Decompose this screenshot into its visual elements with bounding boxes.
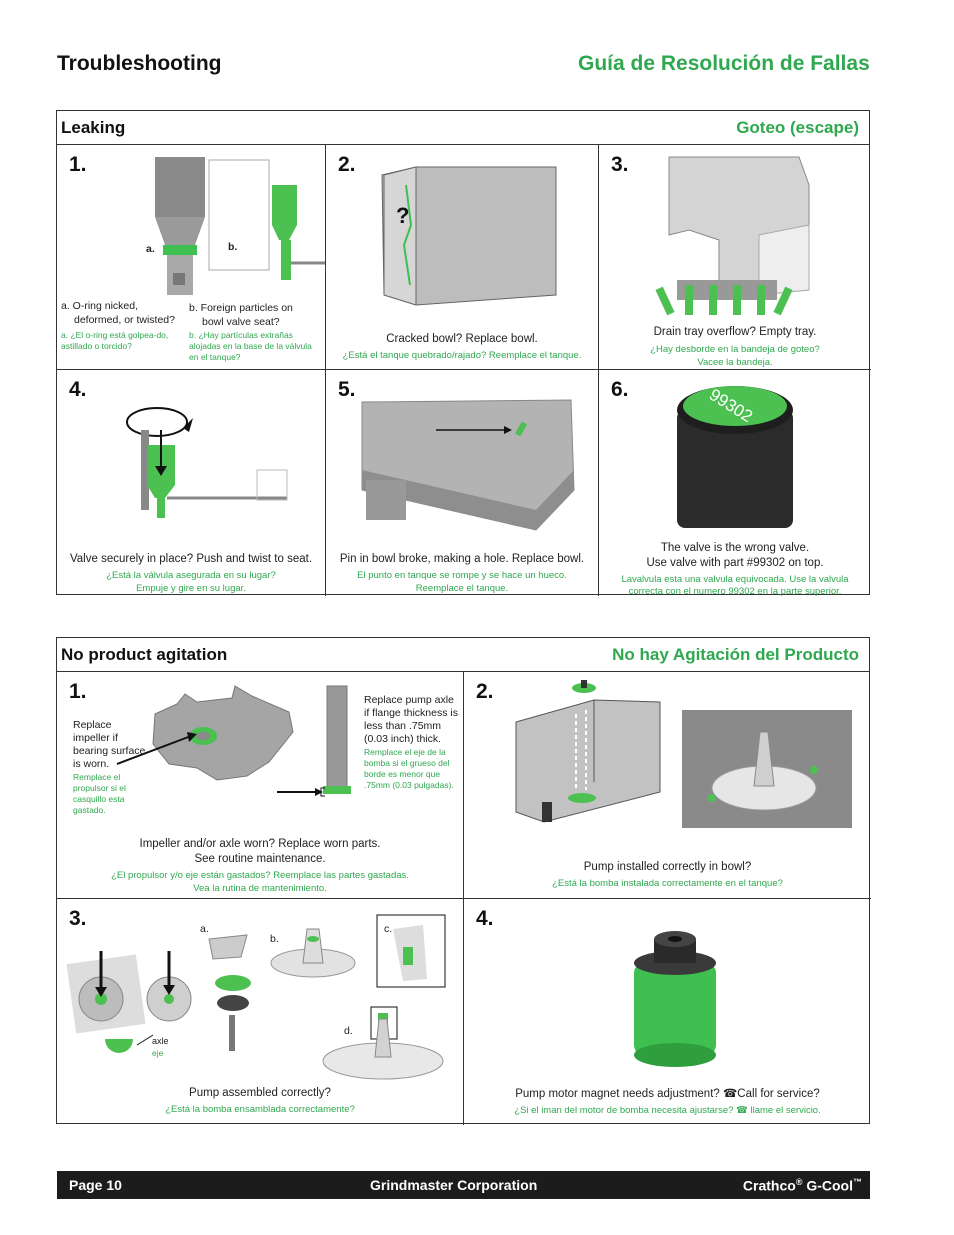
caption-en: Pump installed correctly in bowl? xyxy=(583,861,752,873)
pump-motor-illustration xyxy=(634,931,716,1067)
caption-es-line1: Lavalvula esta una valvula equivocada. U… xyxy=(621,574,849,585)
company-name: Grindmaster Corporation xyxy=(370,1177,538,1193)
step-number: 1. xyxy=(69,680,87,703)
step-number: 4. xyxy=(69,378,87,401)
caption-en-line1: The valve is the wrong valve. xyxy=(660,542,810,554)
cracked-bowl-illustration xyxy=(381,166,557,306)
impeller-note-spanish: Remplace el propulsor si el casquillo es… xyxy=(73,772,126,815)
page-title: Troubleshooting xyxy=(57,52,222,75)
section-header: No product agitation No hay Agitación de… xyxy=(57,638,869,672)
caption-en: Pump assembled correctly? xyxy=(189,1087,331,1099)
impeller-axle-illustration xyxy=(116,685,351,797)
caption-en-line2: Use valve with part #99302 on top. xyxy=(646,557,824,569)
axle-label: axle xyxy=(152,1036,169,1046)
page-number: Page 10 xyxy=(69,1177,122,1193)
step-number: 5. xyxy=(338,378,356,401)
step-number: 6. xyxy=(611,378,629,401)
valve-twist-illustration xyxy=(126,407,288,518)
caption-es: ¿Está la bomba ensamblada correctamente? xyxy=(165,1104,355,1115)
page-footer: Page 10 Grindmaster Corporation Crathco®… xyxy=(57,1171,870,1199)
caption-en-line2: See routine maintenance. xyxy=(194,853,326,865)
caption-es-line1: ¿Está la válvula asegurada en su lugar? xyxy=(106,570,276,581)
page-title-spanish: Guía de Resolución de Fallas xyxy=(578,52,870,75)
agitation-section: No product agitation No hay Agitación de… xyxy=(56,637,871,1125)
leaking-step-3: 3. Drain tray overflow? Empty tray. ¿Hay… xyxy=(599,145,871,370)
caption-es: ¿Está el tanque quebrado/rajado? Reempla… xyxy=(342,350,582,361)
leaking-step-2: 2. ? Cracked bowl? Replace bowl. ¿Está e… xyxy=(326,145,599,370)
product-label: G-Cool xyxy=(802,1177,853,1194)
step-number: 3. xyxy=(611,153,629,176)
pump-in-bowl-illustration xyxy=(515,680,852,828)
caption-es: ¿Está la bomba instalada correctamente e… xyxy=(552,878,783,889)
axle-note-spanish: Remplace el eje de la bomba si el grueso… xyxy=(364,747,454,790)
caption-es-line1: ¿Hay desborde en la bandeja de goteo? xyxy=(650,344,820,355)
drain-tray-illustration xyxy=(655,156,810,316)
registered-mark: ® xyxy=(795,1177,803,1187)
note-b-spanish: b. ¿Hay partículas extrañas alojadas en … xyxy=(189,330,312,362)
label-c: c. xyxy=(384,923,393,935)
note-b-line2: bowl valve seat? xyxy=(202,316,280,328)
caption-es-line2: Vea la rutina de mantenimiento. xyxy=(193,883,327,894)
caption-es-line2: correcta con el numero 99302 en la parte… xyxy=(628,586,842,596)
valve-part-number-illustration xyxy=(677,386,793,528)
product-name: Crathco® G-Cool™ xyxy=(743,1177,862,1194)
caption-en: Pump motor magnet needs adjustment? ☎Cal… xyxy=(515,1088,820,1100)
step-number: 1. xyxy=(69,153,87,176)
pump-assembly-illustration xyxy=(66,914,446,1080)
leaking-step-6: 6. 99302 The valve is the wrong valve. U… xyxy=(599,370,871,596)
caption-en: Drain tray overflow? Empty tray. xyxy=(653,326,817,338)
question-mark: ? xyxy=(396,203,410,228)
section-title: Leaking xyxy=(61,118,126,137)
agitation-step-4: 4. Pump motor magnet needs adjustment? ☎… xyxy=(464,899,871,1125)
axle-note: Replace pump axle if flange thickness is… xyxy=(364,694,458,745)
label-a: a. xyxy=(146,243,155,255)
caption-en-line1: Impeller and/or axle worn? Replace worn … xyxy=(139,838,381,850)
valve-oring-illustration xyxy=(155,157,325,295)
caption-es-line1: ¿El propulsor y/o eje están gastados? Re… xyxy=(111,870,409,881)
step-number: 2. xyxy=(476,680,494,703)
label-d: d. xyxy=(344,1025,353,1037)
step-number: 2. xyxy=(338,153,356,176)
caption-es-line2: Vacee la bandeja. xyxy=(697,357,773,368)
label-b: b. xyxy=(270,933,279,945)
caption-es-line2: Empuje y gire en su lugar. xyxy=(136,583,246,594)
section-header: Leaking Goteo (escape) xyxy=(57,111,869,145)
label-a: a. xyxy=(200,923,209,935)
agitation-step-1: 1. Replace impeller if bearing surface i… xyxy=(57,672,464,899)
note-b-line1: b. Foreign particles on xyxy=(189,302,293,314)
step-number: 4. xyxy=(476,907,494,930)
label-b: b. xyxy=(228,241,238,253)
section-title: No product agitation xyxy=(61,645,228,664)
trademark: ™ xyxy=(853,1177,862,1187)
caption-es-line1: El punto en tanque se rompe y se hace un… xyxy=(357,570,567,581)
leaking-step-1: 1. a. b. a. O-ring nicked, deformed, or … xyxy=(57,145,326,370)
section-title-spanish: Goteo (escape) xyxy=(736,118,859,137)
leaking-step-5: 5. Pin in bowl broke, making a hole. Rep… xyxy=(326,370,599,596)
axle-label-spanish: eje xyxy=(152,1048,164,1058)
leaking-step-4: 4. Valve securely in place? Push and twi… xyxy=(57,370,326,596)
note-a-line1: a. O-ring nicked, xyxy=(61,300,139,312)
note-a-spanish: a. ¿El o-ring está golpea-do, astillado … xyxy=(61,330,169,351)
brand-name: Crathco xyxy=(742,1177,796,1194)
section-title-spanish: No hay Agitación del Producto xyxy=(612,645,859,664)
impeller-note: Replace impeller if bearing surface is w… xyxy=(73,719,146,770)
note-a-line2: deformed, or twisted? xyxy=(74,314,175,326)
agitation-step-2: 2. Pump installed correctly in bowl? ¿Es… xyxy=(464,672,871,899)
caption-en: Valve securely in place? Push and twist … xyxy=(69,553,313,565)
caption-en: Cracked bowl? Replace bowl. xyxy=(386,333,538,345)
step-number: 3. xyxy=(69,907,87,930)
caption-es: ¿Si el iman del motor de bomba necesita … xyxy=(514,1105,821,1116)
leaking-section: Leaking Goteo (escape) 1. a. b. a. O-rin… xyxy=(56,110,871,596)
bowl-pin-illustration xyxy=(361,399,575,531)
agitation-step-3: 3. a. b xyxy=(57,899,464,1125)
caption-en: Pin in bowl broke, making a hole. Replac… xyxy=(339,553,585,565)
caption-es-line2: Reemplace el tanque. xyxy=(415,583,509,594)
